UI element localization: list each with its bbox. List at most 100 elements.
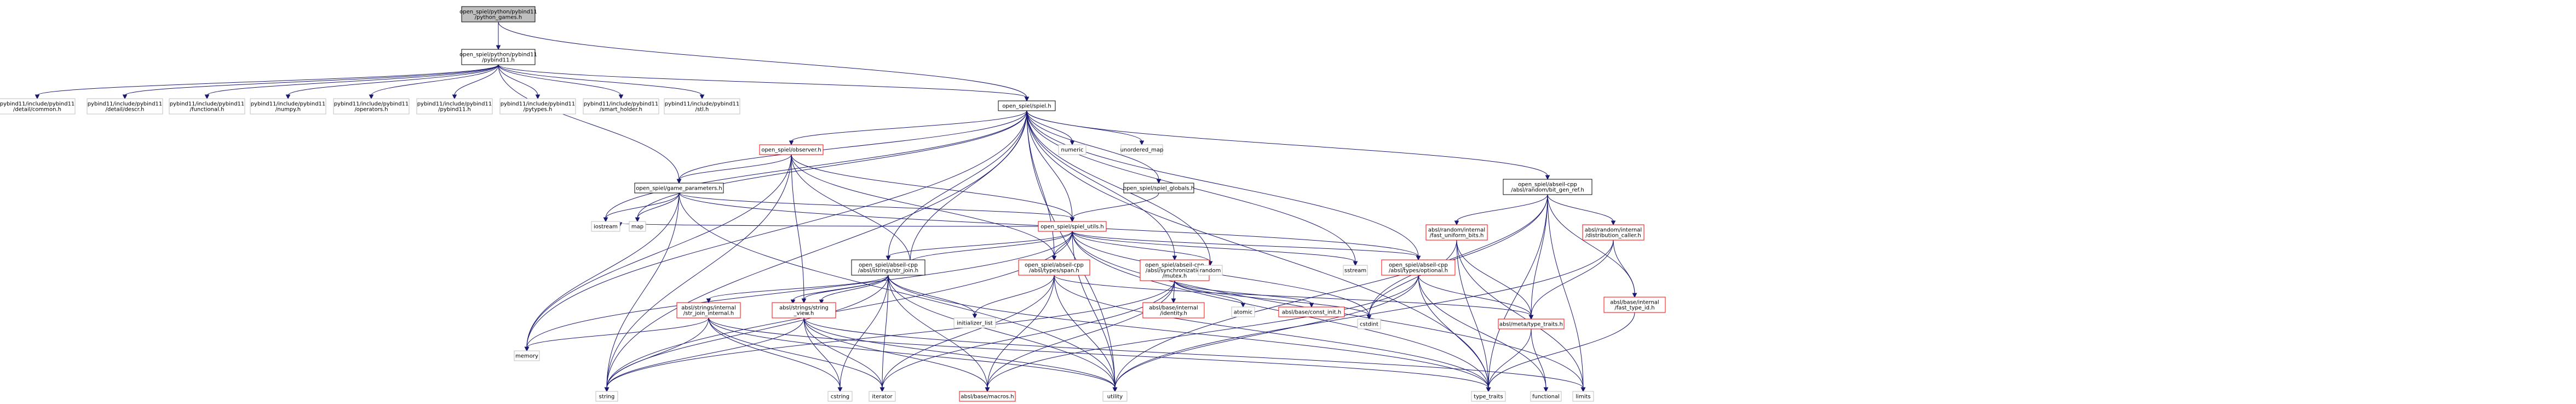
node-label-line: iostream	[594, 224, 618, 230]
node-type-traits-h[interactable]: absl/meta/type_traits.h	[1498, 318, 1565, 329]
node-label-line: numeric	[1061, 147, 1084, 153]
edge-line	[791, 154, 1073, 219]
node-identity[interactable]: absl/base/internal/identity.h	[1142, 302, 1205, 318]
edge-spiel_h-to-vector	[907, 110, 1027, 266]
node-box	[1198, 265, 1223, 276]
node-spiel-utils[interactable]: open_spiel/spiel_utils.h	[1038, 221, 1107, 232]
edge-line	[1418, 275, 1546, 389]
edge-line	[1174, 280, 1370, 316]
edge-arrowhead	[1366, 315, 1372, 320]
edge-pybind-to-game_params	[498, 64, 682, 184]
node-label-line: /absl/strings/str_join.h	[858, 268, 918, 274]
node-label-line: /distribution_caller.h	[1585, 233, 1641, 239]
edge-spiel_h-to-unordered_map	[1026, 110, 1145, 146]
node-label-line: pybind11/include/pybind11	[501, 101, 576, 107]
edge-line	[1026, 110, 1548, 177]
node-cstring: cstring	[827, 391, 853, 402]
edge-string_view-to-utility	[803, 317, 1118, 392]
edge-line	[526, 231, 1073, 348]
edge-line	[1054, 275, 1532, 316]
node-fast-uniform[interactable]: absl/random/internal/fast_uniform_bits.h	[1425, 224, 1488, 241]
node-cstdint: cstdint	[1357, 318, 1381, 329]
node-span[interactable]: open_spiel/abseil-cpp/absl/types/span.h	[1018, 259, 1090, 276]
edge-line	[910, 231, 1073, 263]
edge-line	[1488, 312, 1635, 389]
edge-arrowhead	[604, 387, 610, 392]
node-macros[interactable]: absl/base/macros.h	[959, 391, 1016, 402]
node-string-view[interactable]: absl/strings/string_view.h	[772, 302, 836, 318]
node-fast-type-id[interactable]: absl/base/internal/fast_type_id.h	[1603, 297, 1666, 313]
edge-type_traits_h-to-functional	[1531, 328, 1549, 392]
edge-line	[708, 317, 841, 389]
node-box	[416, 98, 493, 115]
edge-pybind-to-stl_h	[498, 64, 705, 100]
edge-arrowhead	[1240, 303, 1246, 308]
node-label-line: open_spiel/abseil-cpp	[1025, 263, 1084, 269]
node-const-init[interactable]: absl/base/const_init.h	[1278, 306, 1345, 317]
node-box	[1343, 265, 1368, 276]
node-pybind[interactable]: open_spiel/python/pybind11/pybind11.h	[459, 49, 537, 65]
edge-line	[888, 275, 1116, 389]
edge-arrowhead	[34, 94, 40, 100]
edge-observer-to-vector	[791, 154, 913, 266]
edge-string_view-to-string	[604, 317, 804, 392]
node-utility: utility	[1102, 391, 1128, 402]
edge-spiel_h-to-observer	[789, 110, 1027, 146]
node-map: map	[629, 221, 646, 232]
node-d-descr: pybind11/include/pybind11/detail/descr.h	[87, 98, 163, 115]
node-pybind11-h: pybind11/include/pybind11/pybind11.h	[416, 98, 493, 115]
edge-arrowhead	[801, 298, 807, 304]
node-numeric: numeric	[1058, 144, 1086, 155]
edge-line	[1531, 328, 1546, 389]
node-mutex[interactable]: open_spiel/abseil-cpp/absl/synchronizati…	[1140, 259, 1210, 281]
edge-line	[888, 275, 1489, 389]
node-box	[1018, 259, 1090, 276]
edge-line	[606, 154, 792, 389]
node-label-line: absl/base/const_init.h	[1282, 310, 1341, 316]
edge-spiel_h-to-str_join	[886, 110, 1027, 261]
edge-arrowhead	[1051, 255, 1057, 261]
node-box	[1102, 391, 1128, 402]
node-label-line: sstream	[1344, 268, 1366, 274]
edge-line	[606, 317, 709, 389]
node-label-line: open_spiel/spiel.h	[1002, 104, 1051, 110]
node-box	[333, 98, 410, 115]
edge-str_join-to-str_join_internal	[706, 275, 889, 304]
node-spiel-h[interactable]: open_spiel/spiel.h	[998, 100, 1056, 111]
edge-str_join_internal-to-memory	[524, 317, 709, 352]
node-label-line: absl/random/internal	[1585, 227, 1642, 234]
edge-str_join-to-utility	[888, 275, 1118, 392]
node-str-join[interactable]: open_spiel/abseil-cpp/absl/strings/str_j…	[851, 259, 925, 276]
node-stl-h: pybind11/include/pybind11/stl.h	[664, 98, 740, 115]
edge-line	[526, 110, 1027, 348]
node-game-params[interactable]: open_spiel/game_parameters.h	[634, 183, 724, 194]
node-dist-caller[interactable]: absl/random/internal/distribution_caller…	[1582, 224, 1645, 241]
node-label-line: /pybind11.h	[482, 58, 515, 64]
edge-line	[803, 317, 1116, 389]
node-spiel-globals[interactable]: open_spiel/spiel_globals.h	[1123, 183, 1194, 194]
node-optional[interactable]: open_spiel/abseil-cpp/absl/types/optiona…	[1381, 259, 1456, 276]
edge-arrowhead	[635, 217, 640, 223]
node-label-line: /pybind11.h	[438, 107, 471, 113]
edge-spiel_h-to-mutex	[1026, 110, 1177, 261]
node-type-traits: type_traits	[1471, 391, 1506, 402]
edge-line	[888, 275, 988, 389]
edge-arrowhead	[706, 298, 711, 304]
edge-line	[821, 275, 889, 301]
edge-line	[840, 275, 889, 389]
edge-string_view-to-iterator	[803, 317, 885, 392]
node-box	[0, 98, 76, 115]
node-label-line: /mutex.h	[1163, 274, 1187, 280]
node-label-line: limits	[1576, 394, 1590, 400]
node-functional-h: pybind11/include/pybind11/functional.h	[169, 98, 245, 115]
node-bit-gen-ref[interactable]: open_spiel/abseil-cpp/absl/random/bit_ge…	[1503, 179, 1592, 195]
node-box	[1381, 259, 1456, 276]
edge-line	[708, 317, 1489, 389]
node-root[interactable]: open_spiel/python/pybind11/python_games.…	[459, 6, 537, 22]
edge-line	[454, 64, 499, 96]
edge-game_params-to-iostream	[603, 192, 680, 223]
node-str-join-internal[interactable]: absl/strings/internal/str_join_internal.…	[676, 302, 741, 318]
node-label-line: iterator	[872, 394, 893, 400]
node-observer[interactable]: open_spiel/observer.h	[759, 144, 824, 155]
edge-arrowhead	[369, 94, 374, 100]
